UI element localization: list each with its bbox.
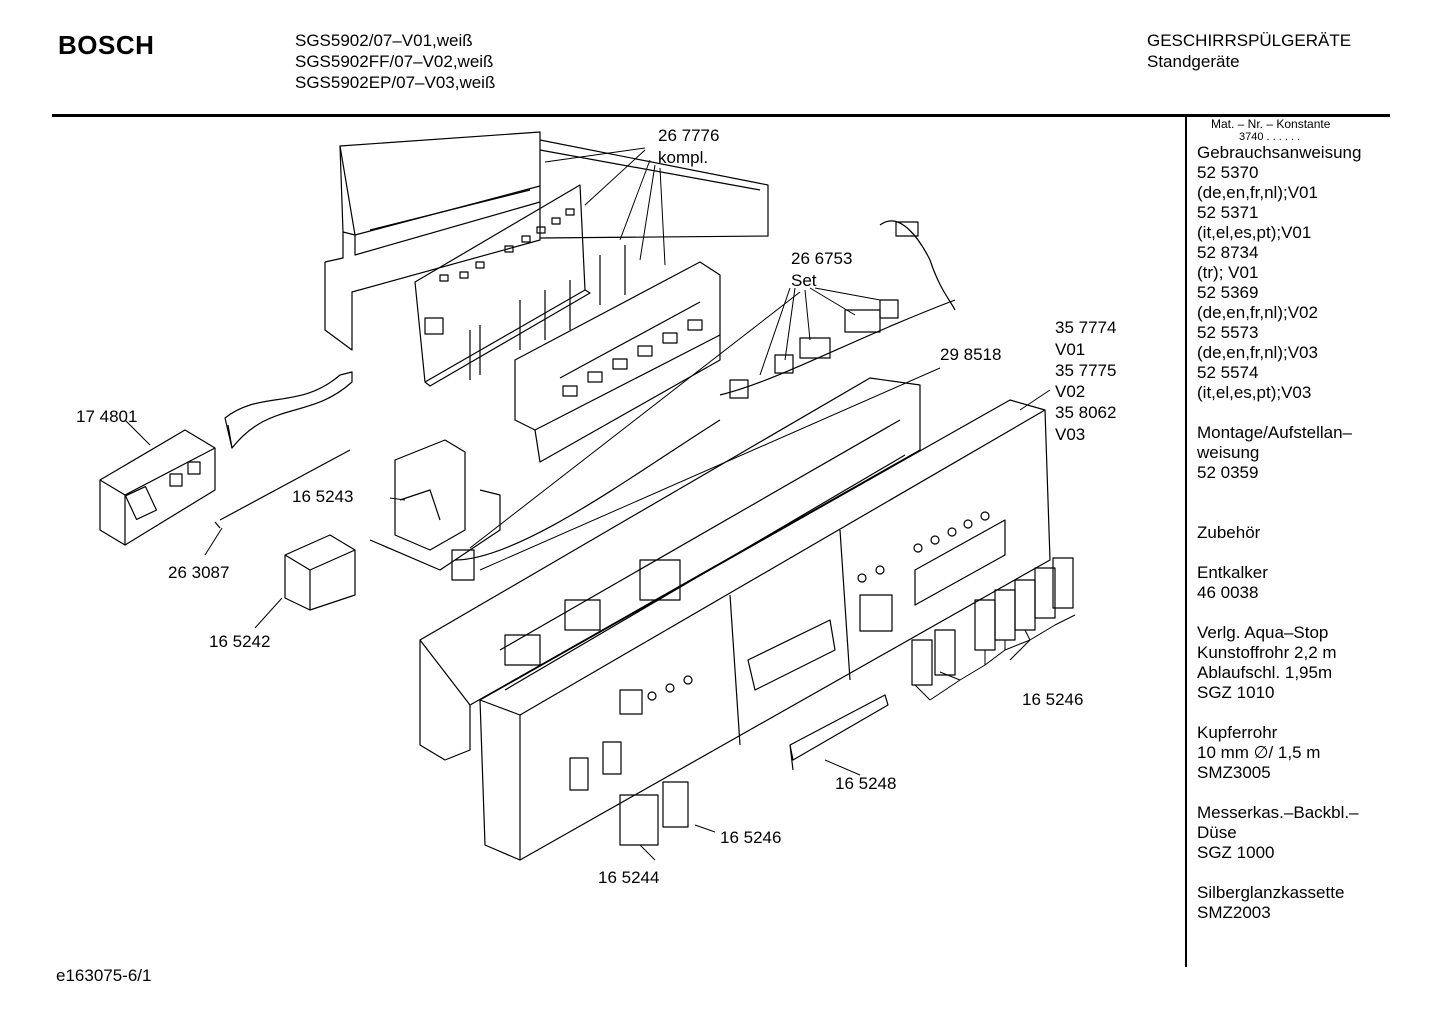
callout-v03: V03: [1055, 425, 1085, 444]
sidebar-line: 52 0359: [1197, 463, 1259, 482]
buttons-165246-group: [911, 557, 1074, 686]
callout-266753-set: Set: [791, 271, 817, 290]
sidebar-line: SGZ 1010: [1197, 683, 1275, 702]
connector-set: [719, 220, 956, 399]
document-code: e163075-6/1: [56, 966, 152, 985]
sidebar-line: Zubehör: [1197, 523, 1261, 542]
sidebar-line: (de,en,fr,nl);V02: [1197, 303, 1318, 322]
callout-263087: 26 3087: [168, 563, 229, 582]
sidebar-line: SMZ3005: [1197, 763, 1271, 782]
sidebar-line: SGZ 1000: [1197, 843, 1275, 862]
brand-logo: BOSCH: [58, 30, 155, 60]
category-subtitle: Standgeräte: [1147, 52, 1240, 71]
callout-165248: 16 5248: [835, 774, 896, 793]
buttons-bottom: [619, 781, 689, 846]
callout-298518: 29 8518: [940, 345, 1001, 364]
callout-165244: 16 5244: [598, 868, 659, 887]
sidebar-parts-list: Mat. – Nr. – Konstante 3740 . . . . . . …: [1197, 118, 1361, 923]
wire-263087: [214, 449, 351, 529]
leader-lines: [124, 147, 1076, 861]
callout-174801: 17 4801: [76, 407, 137, 426]
sidebar-line: 52 5369: [1197, 283, 1259, 302]
sidebar-heading-code: 3740 . . . . . .: [1239, 131, 1301, 143]
sidebar-line: Entkalker: [1197, 563, 1268, 582]
sidebar-line: 52 5370: [1197, 163, 1259, 182]
sidebar-line: 52 5574: [1197, 363, 1259, 382]
category: GESCHIRRSPÜLGERÄTE Standgeräte: [1147, 30, 1351, 72]
sidebar-line: Montage/Aufstellan–: [1197, 423, 1352, 442]
sidebar-line: SMZ2003: [1197, 903, 1271, 922]
display-module: [99, 429, 216, 546]
sidebar-line: Gebrauchsanweisung: [1197, 143, 1362, 162]
callout-358062: 35 8062: [1055, 403, 1116, 422]
category-title: GESCHIRRSPÜLGERÄTE: [1147, 31, 1352, 50]
sidebar-line: 52 5371: [1197, 203, 1259, 222]
circuit-board: [414, 184, 591, 387]
callout-165242: 16 5242: [209, 632, 270, 651]
ribbon-cable: [224, 371, 353, 449]
strip-165248: [789, 694, 889, 771]
callout-165246-right: 16 5246: [1022, 690, 1083, 709]
sidebar-line: Kupferrohr: [1197, 723, 1278, 742]
sidebar-line: 10 mm ∅/ 1,5 m: [1197, 743, 1321, 762]
sidebar-line: Messerkas.–Backbl.–: [1197, 803, 1359, 822]
sidebar-line: 52 5573: [1197, 323, 1259, 342]
header-rule: [52, 114, 1390, 117]
sidebar-line: Silberglanzkassette: [1197, 883, 1345, 902]
sidebar-line: Düse: [1197, 823, 1237, 842]
callout-266753: 26 6753: [791, 249, 852, 268]
callout-267776-kompl: kompl.: [658, 148, 708, 167]
callout-165246-bottom: 16 5246: [720, 828, 781, 847]
sidebar-line: Ablaufschl. 1,95m: [1197, 663, 1333, 682]
callout-357774: 35 7774: [1055, 318, 1116, 337]
sidebar-line: 52 8734: [1197, 243, 1259, 262]
sidebar-line: (it,el,es,pt);V03: [1197, 383, 1312, 402]
callout-267776: 26 7776: [658, 126, 719, 145]
sidebar-heading: Mat. – Nr. – Konstante: [1211, 117, 1331, 131]
sidebar-line: (de,en,fr,nl);V01: [1197, 183, 1318, 202]
front-panel: [479, 399, 1051, 861]
model-list: SGS5902/07–V01,weiß SGS5902FF/07–V02,wei…: [295, 30, 495, 93]
model-v02: SGS5902FF/07–V02,weiß: [295, 52, 494, 71]
harness-wire: [454, 419, 721, 561]
inner-panel-frame: [419, 377, 921, 761]
relay-165242: [284, 534, 356, 611]
bracket-165243: [369, 439, 501, 571]
sidebar-line: (de,en,fr,nl);V03: [1197, 343, 1318, 362]
model-v03: SGS5902EP/07–V03,weiß: [295, 73, 496, 92]
callout-357775: 35 7775: [1055, 361, 1116, 380]
sidebar-rule: [1185, 114, 1187, 967]
connector-165243-plug: [451, 549, 475, 581]
callout-v02: V02: [1055, 382, 1085, 401]
model-v01: SGS5902/07–V01,weiß: [295, 31, 473, 50]
sidebar-line: weisung: [1197, 443, 1260, 462]
control-housing-top: [324, 131, 769, 351]
callout-165243: 16 5243: [292, 487, 353, 506]
switch-carrier: [469, 245, 721, 463]
sidebar-line: 46 0038: [1197, 583, 1259, 602]
sidebar-line: (it,el,es,pt);V01: [1197, 223, 1312, 242]
callout-labels: 26 7776 kompl. 26 6753 Set 35 7774 V01 3…: [76, 126, 1116, 887]
callout-v01: V01: [1055, 340, 1085, 359]
sidebar-line: (tr); V01: [1197, 263, 1259, 282]
sidebar-line: Verlg. Aqua–Stop: [1197, 623, 1329, 642]
sidebar-line: Kunstoffrohr 2,2 m: [1197, 643, 1337, 662]
